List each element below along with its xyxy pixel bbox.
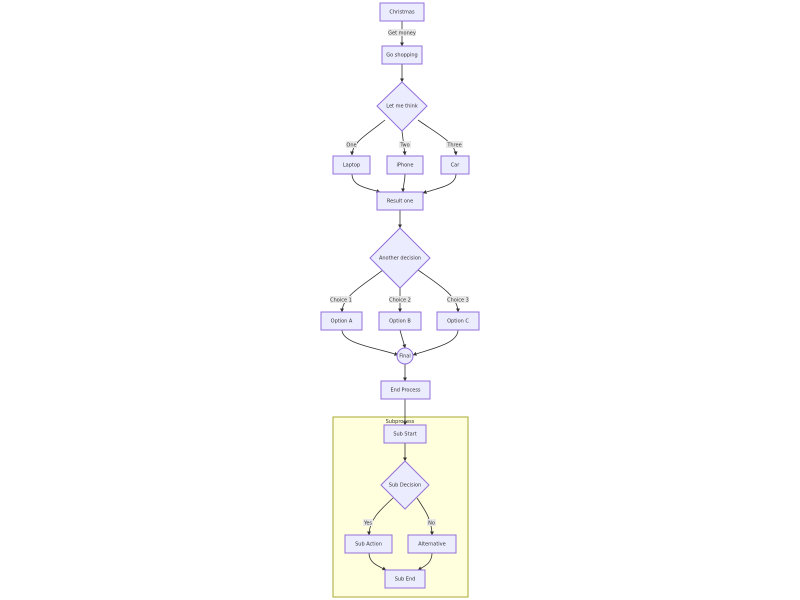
edge-label-get-money: Get money <box>388 29 416 37</box>
edge-label-two: Two <box>399 141 411 149</box>
edge-label-three: Three <box>446 141 463 149</box>
svg-text:Result one: Result one <box>387 199 413 205</box>
edge-car-result <box>422 173 457 194</box>
edge-think-car <box>417 119 458 156</box>
svg-text:Choice 3: Choice 3 <box>447 298 469 304</box>
subgraph-subprocess: Subprocess <box>332 416 469 598</box>
edge-label-choice-2: Choice 2 <box>389 296 411 304</box>
edge-sub-action-sub-end <box>368 552 387 571</box>
svg-text:No: No <box>428 521 435 527</box>
node-sub-start[interactable]: Sub Start <box>383 424 427 444</box>
node-option-c[interactable]: Option C <box>436 311 480 331</box>
svg-text:Two: Two <box>399 143 409 149</box>
node-sub-end[interactable]: Sub End <box>384 569 426 589</box>
svg-text:Christmas: Christmas <box>389 10 415 16</box>
svg-text:Another decision: Another decision <box>379 256 421 262</box>
edge-label-yes: Yes <box>363 519 373 527</box>
node-laptop[interactable]: Laptop <box>332 155 371 175</box>
svg-text:End Process: End Process <box>390 388 420 394</box>
svg-text:Car: Car <box>451 163 461 169</box>
svg-text:Sub Action: Sub Action <box>355 542 382 548</box>
node-go-shopping[interactable]: Go shopping <box>381 45 423 65</box>
edge-label-one: One <box>346 141 357 149</box>
edge-option-b-final <box>399 329 407 349</box>
edge-label-choice-1: Choice 1 <box>330 296 352 304</box>
edge-iphone-result <box>401 173 406 193</box>
node-option-a[interactable]: Option A <box>320 311 363 331</box>
edge-sub-decision-sub-action <box>367 497 394 536</box>
node-alternative[interactable]: Alternative <box>407 534 457 554</box>
edge-label-no: No <box>427 519 436 527</box>
svg-text:Option B: Option B <box>389 319 411 325</box>
svg-text:Sub Start: Sub Start <box>393 432 416 438</box>
edge-decision-option-a <box>340 269 384 313</box>
edge-option-c-final <box>412 329 459 356</box>
svg-text:Let me think: Let me think <box>386 104 418 110</box>
svg-text:Alternative: Alternative <box>418 542 445 548</box>
subgraph-title: Subprocess <box>386 419 415 425</box>
edge-think-laptop <box>350 119 386 156</box>
svg-text:Choice 2: Choice 2 <box>389 298 411 304</box>
svg-text:iPhone: iPhone <box>397 163 414 169</box>
edge-option-a-final <box>341 329 399 356</box>
node-sub-action[interactable]: Sub Action <box>344 534 393 554</box>
svg-text:Choice 1: Choice 1 <box>330 298 352 304</box>
node-sub-decision[interactable]: Sub Decision <box>380 460 430 510</box>
node-option-b[interactable]: Option B <box>378 311 422 331</box>
svg-text:Three: Three <box>446 143 461 149</box>
node-let-me-think[interactable]: Let me think <box>376 81 428 132</box>
svg-text:Go shopping: Go shopping <box>386 53 417 59</box>
node-final[interactable]: Final <box>396 347 414 365</box>
edge-alternative-sub-end <box>417 552 433 571</box>
node-christmas[interactable]: Christmas <box>379 2 425 22</box>
svg-text:Final: Final <box>399 354 411 360</box>
edge-label-choice-3: Choice 3 <box>447 296 469 304</box>
svg-text:One: One <box>346 143 356 149</box>
node-iphone[interactable]: iPhone <box>386 155 424 175</box>
svg-text:Laptop: Laptop <box>343 163 360 169</box>
node-end-process[interactable]: End Process <box>380 380 431 400</box>
svg-text:Option C: Option C <box>447 319 469 325</box>
svg-text:Option A: Option A <box>331 319 353 325</box>
svg-text:Get money: Get money <box>388 31 416 37</box>
edge-decision-option-c <box>417 269 460 313</box>
node-car[interactable]: Car <box>440 155 470 175</box>
edge-sub-decision-alternative <box>416 497 434 536</box>
node-another-decision[interactable]: Another decision <box>369 227 431 289</box>
svg-text:Sub End: Sub End <box>395 577 416 583</box>
svg-text:Sub Decision: Sub Decision <box>389 483 421 489</box>
node-result-one[interactable]: Result one <box>376 191 424 211</box>
edge-laptop-result <box>351 173 381 193</box>
svg-text:Yes: Yes <box>363 521 372 527</box>
